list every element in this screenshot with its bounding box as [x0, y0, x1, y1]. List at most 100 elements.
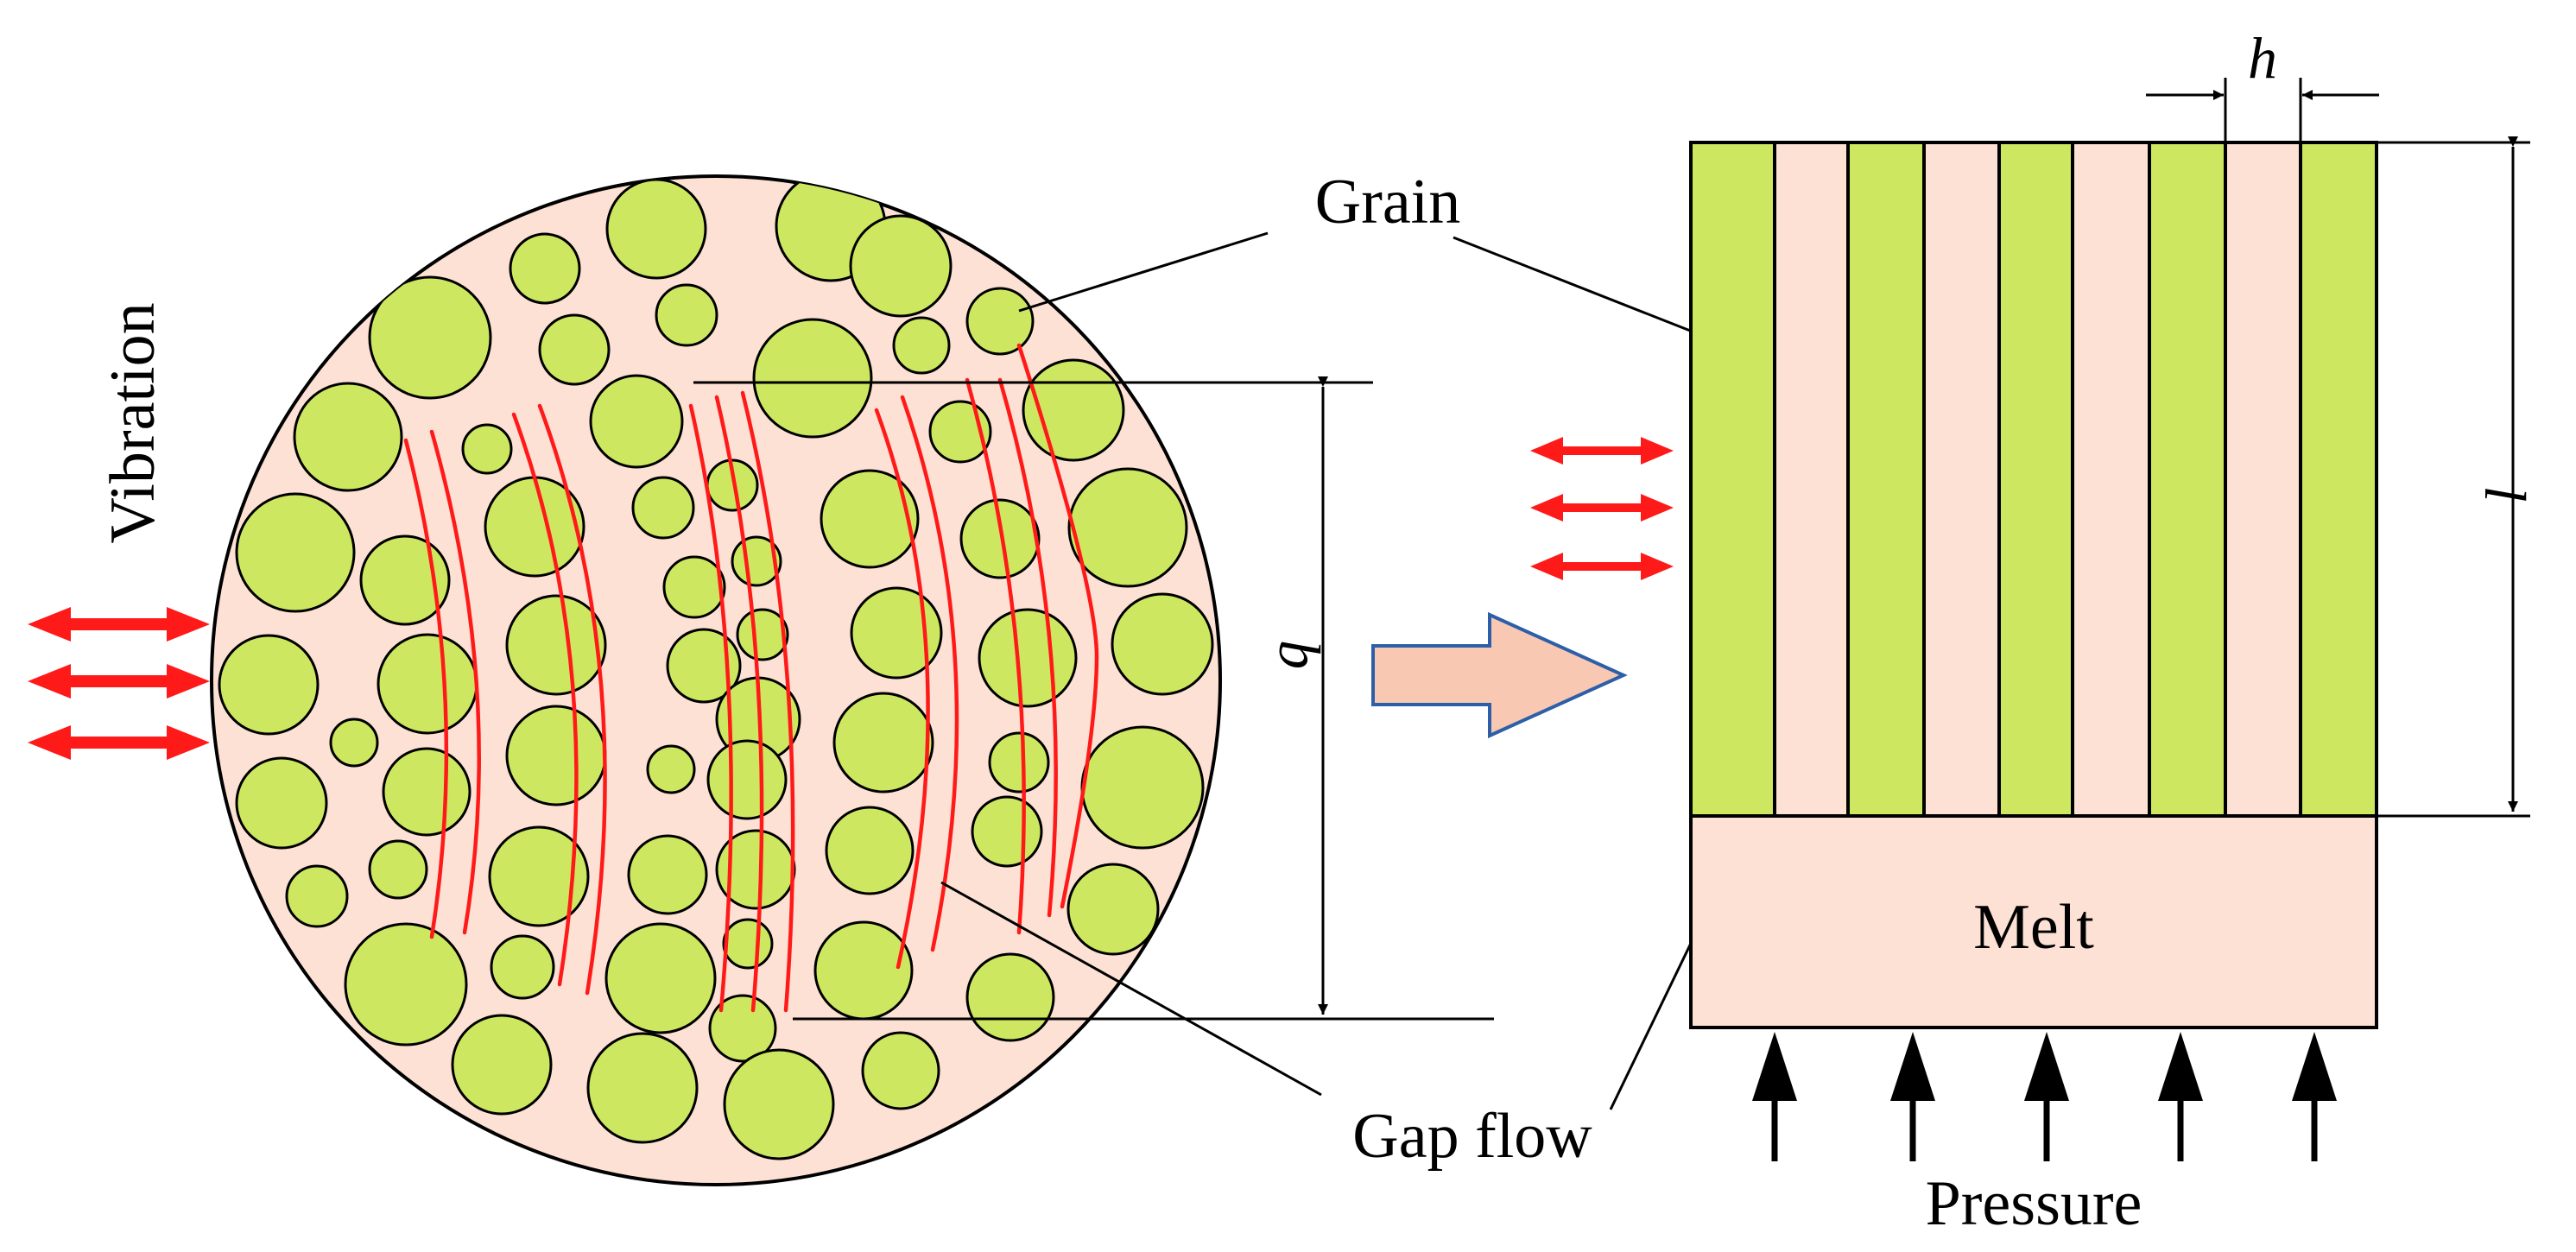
l-label: l [2472, 486, 2538, 503]
b-label: b [1267, 640, 1332, 669]
grain-strip [1997, 141, 2074, 818]
up-arrow-icon [1752, 1032, 1797, 1161]
grain-particle [820, 469, 920, 569]
grain-particle [850, 586, 943, 680]
grain-particle [662, 555, 726, 619]
grain-strip [1689, 141, 1776, 818]
double-headed-arrow-icon [28, 607, 210, 642]
grain-particle [631, 476, 695, 540]
gap-flow-line [900, 395, 959, 952]
grain-particle [586, 1032, 699, 1144]
gap-flow-line [511, 412, 579, 987]
grain-particle [965, 287, 1035, 356]
double-headed-arrow-icon [28, 725, 210, 760]
grain-particle [752, 318, 873, 439]
grain-particle [538, 313, 611, 386]
melt-reservoir [1689, 814, 2378, 1029]
double-headed-arrow-icon [1530, 437, 1674, 465]
grain-particle [832, 692, 934, 794]
grain-particle [218, 634, 320, 736]
melt-label: Melt [1973, 892, 2094, 963]
up-arrow-icon [2024, 1032, 2069, 1161]
grain-particle [505, 705, 607, 806]
grain-particle [965, 952, 1055, 1042]
grain-strip [2299, 141, 2378, 818]
grain-particle [329, 718, 379, 768]
grain-particle [646, 744, 696, 794]
gap-flow-line [1016, 343, 1099, 909]
pressure-arrow-head [1752, 1032, 1797, 1101]
vibration-arrows-left [28, 607, 210, 760]
grain-particle [723, 1048, 835, 1160]
gap-flow-line [688, 403, 733, 1013]
right-block-arrow-icon [1371, 611, 1628, 739]
gap-flow-label: Gap flow [1352, 1101, 1592, 1172]
grain-particle [488, 825, 590, 927]
grain-leader-line [1018, 231, 1269, 313]
grain-particle [706, 739, 788, 820]
gap-flow-lines [403, 343, 1099, 1013]
double-headed-arrow-icon [28, 664, 210, 699]
grain-particle [813, 920, 914, 1021]
vibration-label: Vibration [98, 302, 168, 543]
double-headed-arrow-icon [1530, 494, 1674, 522]
grain-particle [1066, 863, 1160, 956]
grain-particle [382, 747, 472, 837]
h-label: h [2248, 25, 2277, 91]
grain-particle [368, 275, 492, 400]
grains [218, 176, 1214, 1160]
grain-particle [285, 864, 349, 928]
grain-particle [1067, 467, 1188, 588]
up-arrow-icon [2292, 1032, 2337, 1161]
grain-particle [589, 374, 684, 469]
grain-particle [959, 498, 1041, 579]
double-headed-arrow-icon [1530, 553, 1674, 580]
grain-particle [293, 382, 403, 492]
grain-particle [605, 178, 707, 280]
grain-particle [461, 423, 513, 475]
lamellar-strips [1689, 141, 2378, 818]
grain-particle [604, 922, 717, 1034]
grain-particle [988, 731, 1050, 794]
grain-particle [377, 633, 478, 735]
grain-particle [451, 1014, 553, 1116]
grain-particle [666, 628, 742, 704]
melt-gap-strip [1922, 141, 2001, 818]
gap-flow-line [740, 390, 795, 1013]
melt-gap-strip [2071, 141, 2151, 818]
pressure-label: Pressure [1926, 1168, 2142, 1239]
pressure-arrows [1752, 1032, 2337, 1161]
grain-particle [1080, 725, 1205, 850]
grain-particle [892, 316, 951, 375]
grain-particle [627, 834, 708, 915]
h-dimension: h [2146, 25, 2379, 142]
melt-gap-strip [1773, 141, 1850, 818]
up-arrow-icon [2158, 1032, 2203, 1161]
grain-particle [235, 756, 328, 850]
b-dimension: b [693, 376, 1494, 1021]
pressure-arrow-head [2024, 1032, 2069, 1101]
grain-particle [359, 534, 451, 626]
gap-flow-line [997, 377, 1058, 918]
grain-particle [655, 283, 718, 347]
pressure-arrow-head [2158, 1032, 2203, 1101]
gap-flow-line [965, 377, 1026, 935]
pressure-arrow-head [2292, 1032, 2337, 1101]
gap-flow-line [403, 438, 449, 939]
melt-gap-strip [2224, 141, 2302, 818]
grain-particle [708, 994, 777, 1063]
grain-leader-line-right [1453, 236, 1735, 350]
up-arrow-icon [1890, 1032, 1935, 1161]
grain-particle [825, 806, 915, 895]
grain-particle [235, 492, 356, 613]
grain-assembly [210, 174, 1222, 1186]
l-dimension: l [2377, 136, 2538, 818]
grain-particle [722, 918, 774, 970]
grain-particle [849, 214, 953, 318]
grain-particle [971, 795, 1043, 868]
pressure-arrow-head [1890, 1032, 1935, 1101]
grain-label: Grain [1315, 167, 1461, 237]
grain-particle [978, 608, 1078, 708]
gap-flow-line [429, 429, 481, 935]
